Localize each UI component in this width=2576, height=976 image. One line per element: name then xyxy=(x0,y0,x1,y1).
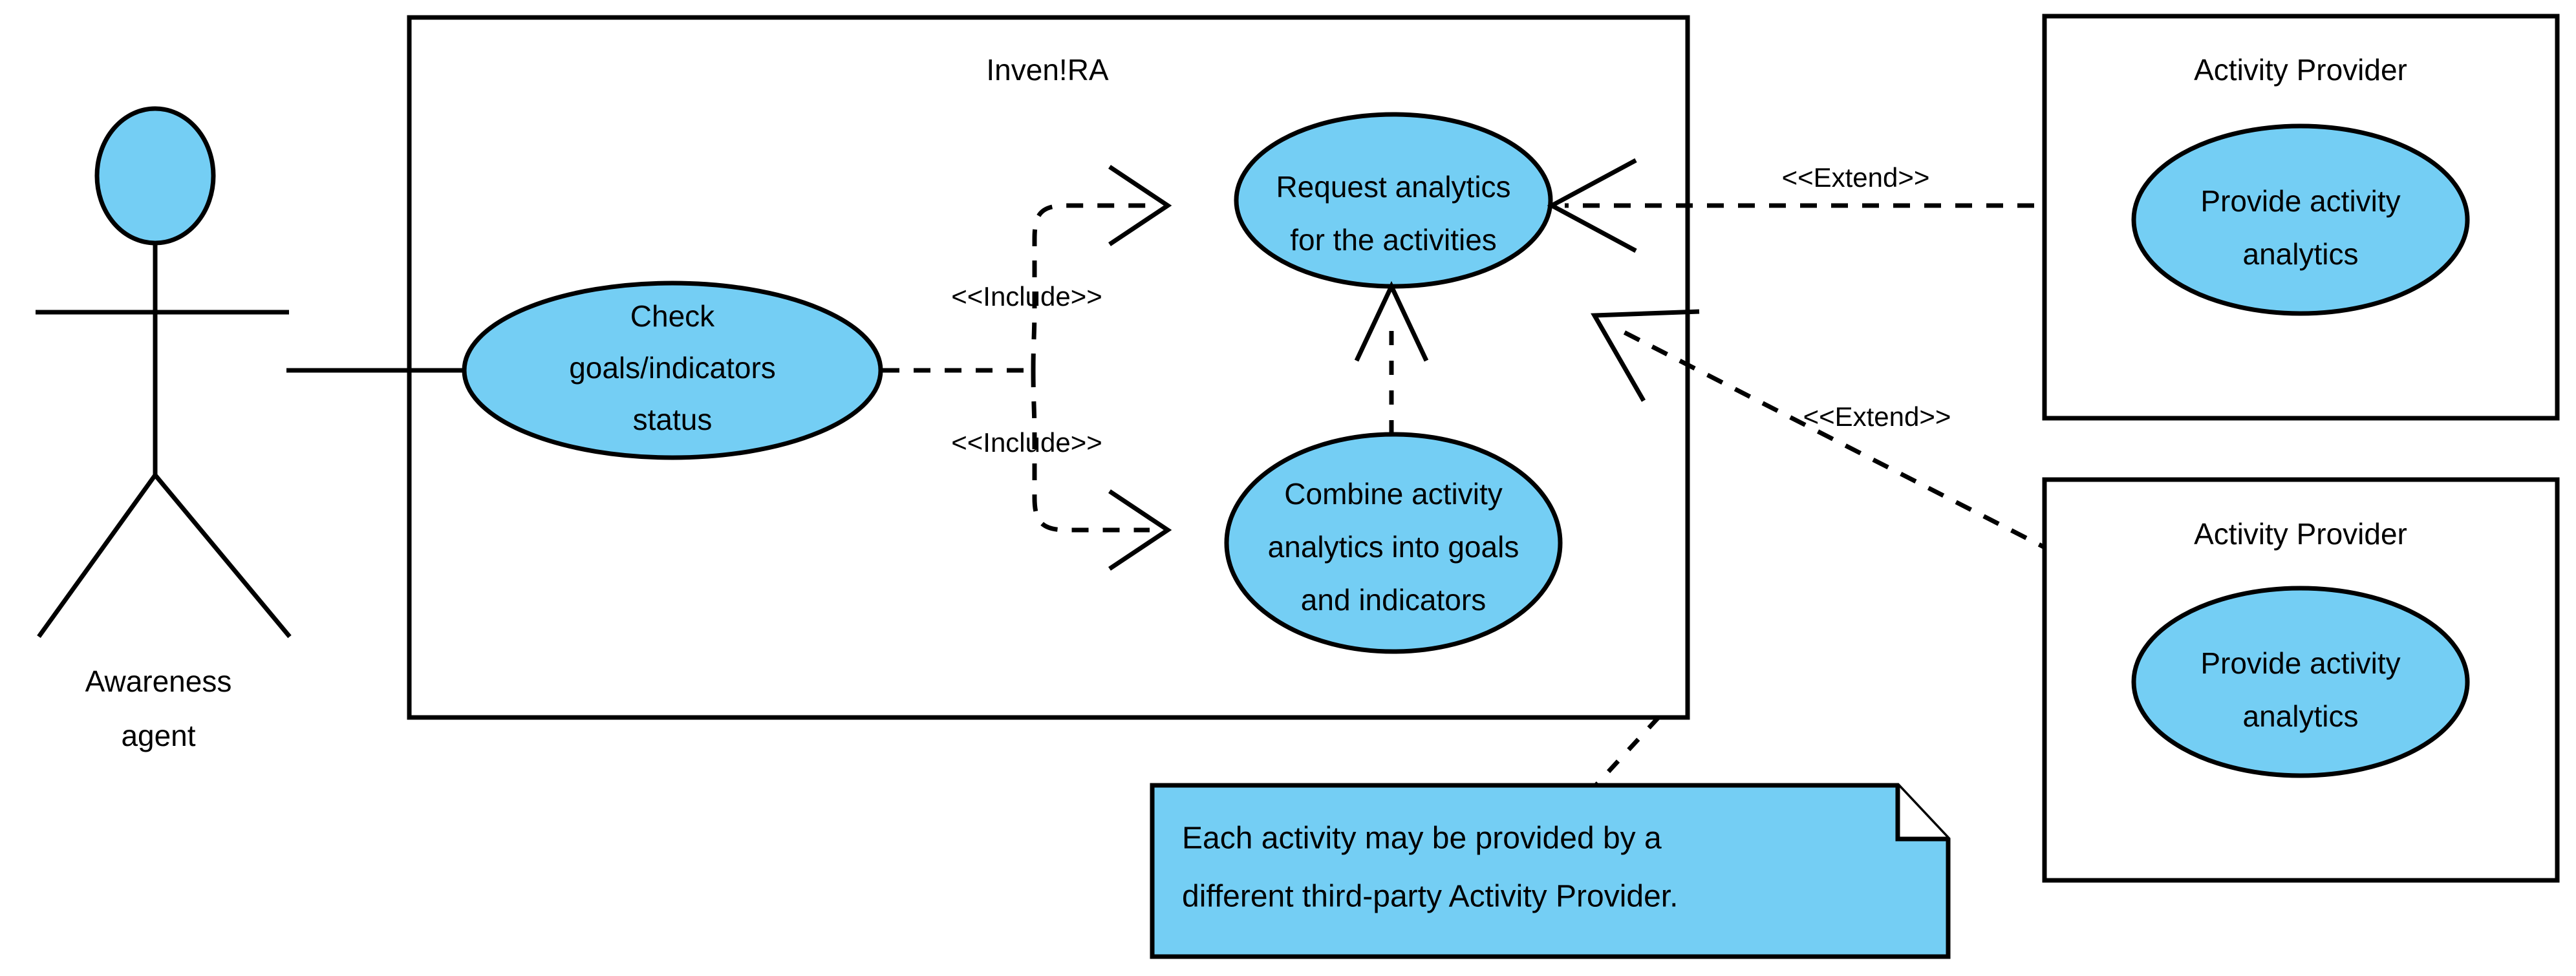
extend-2-stereotype-label: <<Extend>> xyxy=(1803,401,1951,432)
include-stereotype-label-upper: <<Include>> xyxy=(951,281,1102,312)
usecase-check-goals-label-line3: status xyxy=(633,403,713,436)
actor-label-line2: agent xyxy=(121,719,195,752)
external-system-activity-provider-1: Activity Provider Provide activity analy… xyxy=(2042,14,2560,421)
include-branch-down-line xyxy=(1031,370,1150,533)
system-boundary-title: Inven!RA xyxy=(986,53,1109,87)
extend-2-line xyxy=(1615,326,2110,583)
include-arrowhead-down-icon xyxy=(1108,489,1172,571)
usecase-combine-analytics-label-line3: and indicators xyxy=(1301,583,1486,617)
usecase-combine-analytics[interactable]: Combine activity analytics into goals an… xyxy=(1224,432,1563,654)
usecase-provide-analytics-2-label-line2: analytics xyxy=(2243,699,2359,733)
actor-left-leg-line xyxy=(37,473,157,639)
usecase-check-goals-ellipse xyxy=(462,281,883,460)
note-activity-provider: Each activity may be provided by a diffe… xyxy=(1150,783,1951,959)
note-body xyxy=(1150,783,1951,959)
usecase-provide-activity-analytics-1[interactable]: Provide activity analytics xyxy=(2131,123,2470,316)
extend-1-stereotype-label: <<Extend>> xyxy=(1782,162,1930,193)
usecase-request-analytics-label-line1: Request analytics xyxy=(1276,170,1510,204)
usecase-provide-analytics-1-ellipse xyxy=(2131,123,2470,316)
usecase-request-analytics-label-line2: for the activities xyxy=(1290,223,1497,257)
usecase-provide-analytics-1-label-line2: analytics xyxy=(2243,237,2359,271)
include-stereotype-label-lower: <<Include>> xyxy=(951,427,1102,458)
usecase-provide-analytics-1-label-line1: Provide activity xyxy=(2200,184,2400,218)
actor-label-line1: Awareness xyxy=(85,664,232,698)
include-connector-group[interactable]: <<Include>> <<Include>> xyxy=(883,165,1172,571)
usecase-check-goals-label-line1: Check xyxy=(630,299,715,333)
include-arrowhead-up-icon xyxy=(1108,165,1172,246)
extend-relationship-provider-2[interactable]: <<Extend>> xyxy=(1591,309,2110,583)
activity-provider-2-title: Activity Provider xyxy=(2194,517,2407,551)
actor-right-leg-line xyxy=(153,473,292,639)
usecase-check-goals-indicators-status[interactable]: Check goals/indicators status xyxy=(462,281,883,460)
usecase-combine-analytics-label-line2: analytics into goals xyxy=(1268,530,1519,564)
extend-2-arrowhead-icon xyxy=(1591,309,1700,402)
extend-1-arrowhead-icon xyxy=(1547,158,1637,253)
usecase-request-analytics[interactable]: Request analytics for the activities xyxy=(1234,112,1553,289)
external-system-activity-provider-2: Activity Provider Provide activity analy… xyxy=(2042,477,2560,883)
note-text-line1: Each activity may be provided by a xyxy=(1182,822,1662,856)
actor-awareness-agent[interactable]: Awareness agent xyxy=(36,106,292,752)
usecase-provide-activity-analytics-2[interactable]: Provide activity analytics xyxy=(2131,586,2470,778)
activity-provider-1-title: Activity Provider xyxy=(2194,53,2407,87)
dependency-combine-to-request[interactable] xyxy=(1354,281,1429,434)
usecase-provide-analytics-2-ellipse xyxy=(2131,586,2470,778)
extend-relationship-provider-1[interactable]: <<Extend>> xyxy=(1547,158,2127,253)
usecase-check-goals-label-line2: goals/indicators xyxy=(569,351,776,385)
usecase-combine-analytics-label-line1: Combine activity xyxy=(1284,477,1502,511)
note-text-line2: different third-party Activity Provider. xyxy=(1182,880,1678,914)
dependency-arrowhead-icon xyxy=(1354,281,1429,362)
include-branch-up-line xyxy=(1031,203,1150,371)
usecase-provide-analytics-2-label-line1: Provide activity xyxy=(2200,646,2400,680)
note-fold-corner-icon xyxy=(1895,785,1948,842)
actor-head-icon xyxy=(94,106,216,246)
